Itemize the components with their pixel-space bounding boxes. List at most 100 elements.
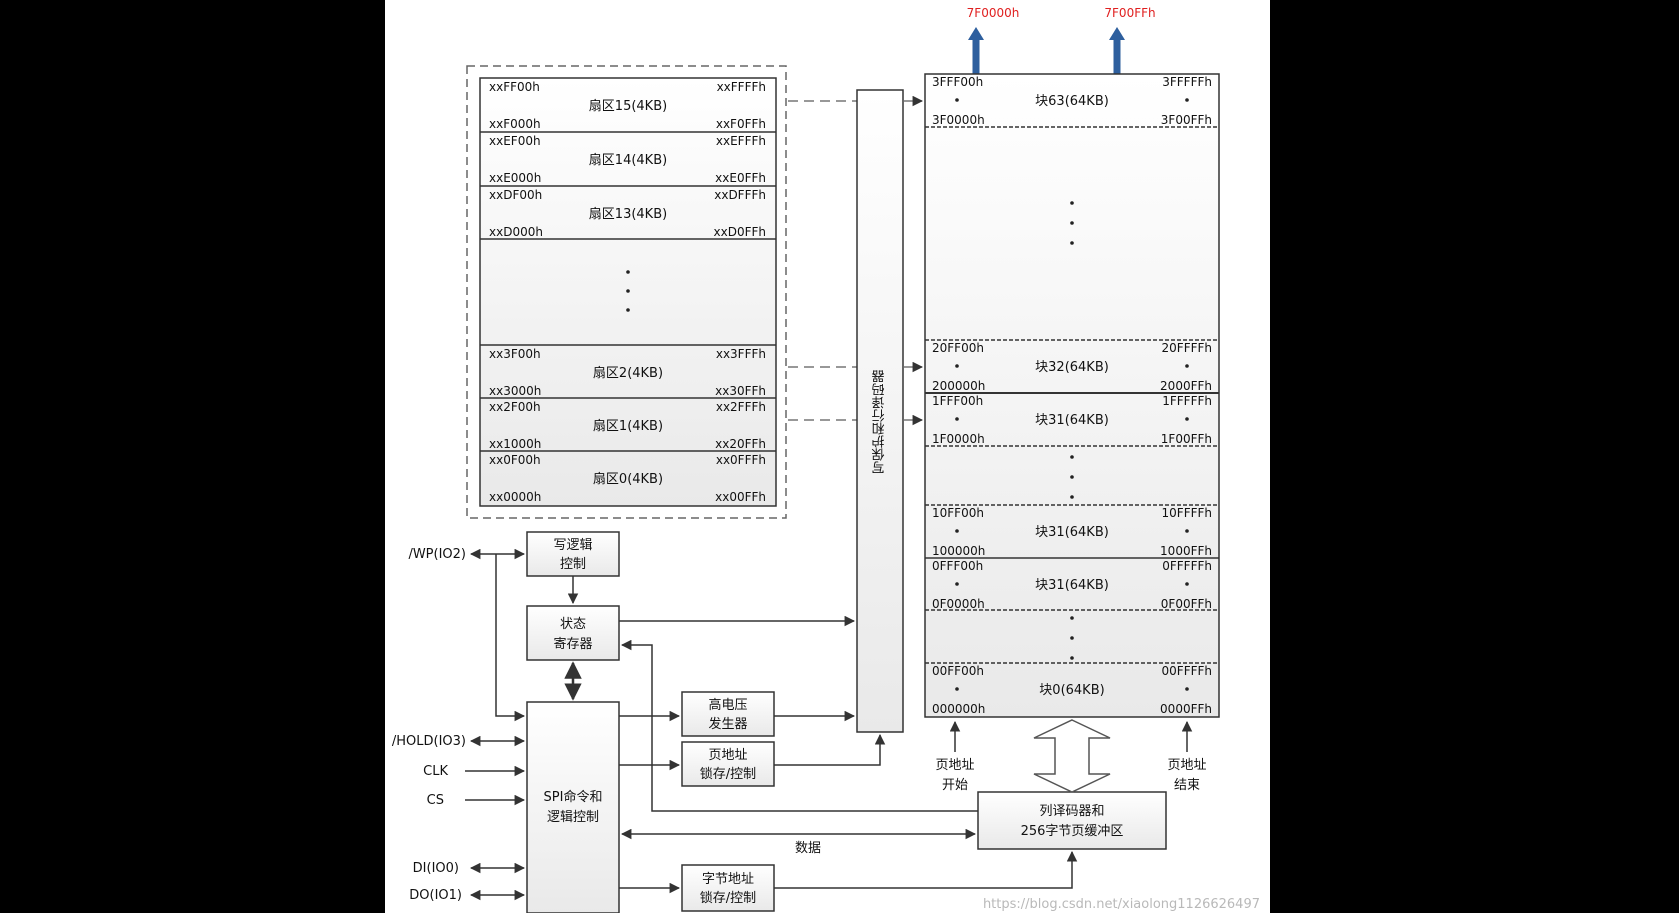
sector-end-low: xx00FFh [715,490,766,504]
pin-di: DI(IO0) [413,861,459,876]
sector-start-high: xx2F00h [489,400,541,414]
sector-end-high: xx2FFFh [716,400,766,414]
block-end-high: 3FFFFFh [1162,75,1212,89]
status-reg-line1: 状态 [560,617,586,632]
sector-ellipsis [626,270,630,312]
block-dot-left [955,364,959,368]
block-ellipsis-middle [1070,455,1074,499]
spi-control-box: SPI命令和 逻辑控制 [526,701,620,913]
block-end-low: 2000FFh [1160,379,1212,393]
top-address-right: 7F00FFh [1104,6,1155,20]
sector-start-low: xxF000h [489,117,541,131]
sector-end-high: xx0FFFh [716,453,766,467]
col-decoder-line2: 256字节页缓冲区 [1021,824,1124,839]
sector-start-high: xxEF00h [489,134,541,148]
block-name: 块0(64KB) [1039,683,1104,698]
block-start-low: 3F0000h [932,113,985,127]
pin-cs: CS [427,793,444,808]
block-end-low: 0F00FFh [1161,597,1212,611]
status-register-box: 状态 寄存器 [526,605,620,661]
write-logic-box: 写逻辑 控制 [526,531,620,577]
pin-do: DO(IO1) [409,888,462,903]
block-dot-left [955,417,959,421]
page-start-arrow: 页地址 开始 [935,720,975,793]
block-end-high: 20FFFFh [1162,341,1212,355]
block-dot-right [1185,98,1189,102]
pin-hold: /HOLD(IO3) [392,734,466,749]
block-dot-left [955,687,959,691]
row-decoder: 写保护和行译码器 [856,89,904,733]
sector-name: 扇区15(4KB) [589,98,667,114]
col-decoder-line1: 列译码器和 [1039,804,1104,819]
block-start-low: 0F0000h [932,597,985,611]
sector-start-low: xx1000h [489,437,541,451]
block-end-high: 1FFFFFh [1162,394,1212,408]
block-name: 块31(64KB) [1035,413,1109,428]
watermark: https://blog.csdn.net/xiaolong1126626497 [983,897,1260,912]
block-end-high: 00FFFFh [1162,664,1212,678]
sector-end-low: xxD0FFh [714,225,767,239]
page-end-line2: 结束 [1174,778,1200,793]
byte-latch-line1: 字节地址 [702,872,754,887]
block-start-low: 000000h [932,702,985,716]
block-dot-right [1185,364,1189,368]
sector-start-high: xx3F00h [489,347,541,361]
block-name: 块32(64KB) [1035,360,1109,375]
sector-end-low: xxF0FFh [716,117,766,131]
block-start-high: 10FF00h [932,506,984,520]
column-decoder-box: 列译码器和 256字节页缓冲区 [977,791,1167,850]
block-start-low: 1F0000h [932,432,985,446]
block-start-high: 3FFF00h [932,75,983,89]
block-dot-right [1185,582,1189,586]
block-end-high: 0FFFFFh [1162,559,1212,573]
sector-name: 扇区13(4KB) [589,206,667,222]
block-start-high: 00FF00h [932,664,984,678]
sector-end-high: xxEFFFh [716,134,766,148]
data-bus-label: 数据 [795,841,821,856]
sector-start-low: xx3000h [489,384,541,398]
page-start-line1: 页地址 [935,758,974,773]
block-ellipsis-lower [1070,616,1074,660]
block-dot-left [955,582,959,586]
block-end-low: 1000FFh [1160,544,1212,558]
sector-start-high: xx0F00h [489,453,541,467]
block-dot-right [1185,529,1189,533]
top-arrows: 7F0000h 7F00FFh [967,6,1156,75]
page-latch-box: 页地址 锁存/控制 [681,741,775,787]
pin-labels: /WP(IO2) /HOLD(IO3) CLK CS DI(IO0) DO(IO… [392,547,466,903]
page-latch-line1: 页地址 [708,748,747,763]
sector-name: 扇区2(4KB) [593,365,663,381]
pin-wp: /WP(IO2) [408,547,466,562]
block-start-low: 100000h [932,544,985,558]
block-start-high: 0FFF00h [932,559,983,573]
block-name: 块31(64KB) [1035,578,1109,593]
block-ellipsis-upper [1070,201,1074,245]
page-latch-line2: 锁存/控制 [700,766,756,782]
block-name: 块63(64KB) [1035,94,1109,109]
connections [465,548,1078,901]
sector-name: 扇区0(4KB) [593,471,663,487]
sector-end-high: xxFFFFh [717,80,766,94]
block-end-low: 1F00FFh [1161,432,1212,446]
page-start-line2: 开始 [942,778,968,793]
sector-to-decoder-arrows [788,95,924,426]
page-end-arrow: 页地址 结束 [1167,720,1207,793]
spi-line1: SPI命令和 [544,789,603,805]
sector-start-low: xxD000h [489,225,543,239]
block-start-low: 200000h [932,379,985,393]
sector-start-low: xxE000h [489,171,541,185]
